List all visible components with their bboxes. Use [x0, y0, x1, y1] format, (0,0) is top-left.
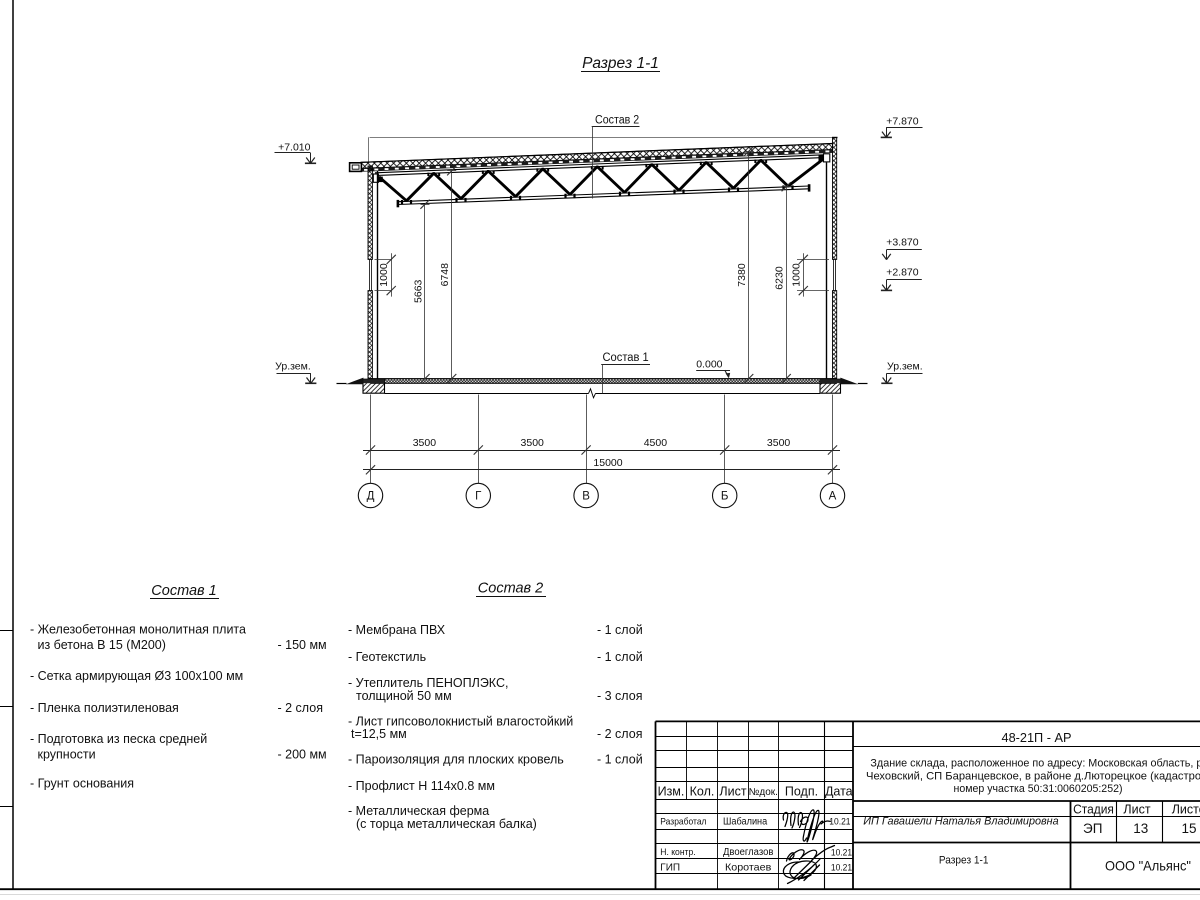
- svg-text:- 1 слой: - 1 слой: [597, 753, 643, 767]
- svg-text:+3.870: +3.870: [886, 236, 919, 248]
- svg-text:Г: Г: [475, 491, 482, 503]
- svg-text:- Утеплитель ПЕНОПЛЭКС,: - Утеплитель ПЕНОПЛЭКС,: [348, 676, 508, 690]
- svg-text:15: 15: [1181, 821, 1196, 836]
- svg-text:0.000: 0.000: [696, 359, 722, 371]
- svg-text:- Сетка армирующая Ø3 100х100: - Сетка армирующая Ø3 100х100 мм: [30, 669, 243, 683]
- svg-text:+7.870: +7.870: [886, 115, 919, 127]
- svg-text:- Железобетонная монолитная п: - Железобетонная монолитная плита: [30, 623, 246, 637]
- svg-text:13: 13: [1133, 821, 1148, 836]
- svg-text:Чеховский, СП Баранцевское, в: Чеховский, СП Баранцевское, в районе д.Л…: [866, 770, 1200, 782]
- svg-text:номер участка 50:31:0060205:25: номер участка 50:31:0060205:252): [954, 783, 1123, 795]
- svg-text:Разрез 1-1: Разрез 1-1: [939, 855, 989, 867]
- svg-text:+7.010: +7.010: [278, 141, 311, 153]
- svg-text:(с торца металлическая балка): (с торца металлическая балка): [356, 817, 537, 831]
- svg-text:Коротаев: Коротаев: [725, 861, 772, 873]
- svg-text:ООО "Альянс": ООО "Альянс": [1105, 858, 1191, 874]
- svg-text:В: В: [582, 491, 590, 503]
- svg-text:Изм.: Изм.: [658, 785, 685, 799]
- svg-text:Состав 2: Состав 2: [595, 114, 639, 126]
- svg-text:Подп.: Подп.: [785, 785, 818, 799]
- svg-text:4500: 4500: [644, 437, 668, 449]
- svg-text:+2.870: +2.870: [886, 267, 919, 279]
- svg-text:10.21: 10.21: [829, 817, 850, 827]
- svg-text:- Грунт основания: - Грунт основания: [30, 777, 134, 791]
- svg-text:- Пленка полиэтиленовая: - Пленка полиэтиленовая: [30, 701, 179, 715]
- svg-text:Разработал: Разработал: [660, 815, 706, 826]
- svg-text:Н. контр.: Н. контр.: [660, 846, 695, 857]
- svg-text:из бетона В 15 (М200): из бетона В 15 (М200): [38, 638, 166, 652]
- svg-text:- 2 слоя: - 2 слоя: [278, 701, 323, 715]
- svg-text:Д: Д: [367, 491, 375, 503]
- svg-text:Состав 2: Состав 2: [478, 581, 543, 597]
- svg-text:3500: 3500: [413, 437, 437, 449]
- svg-text:Ур.зем.: Ур.зем.: [275, 360, 311, 372]
- svg-text:Кол.: Кол.: [690, 785, 715, 799]
- svg-text:ЭП: ЭП: [1083, 821, 1102, 836]
- svg-text:Листов: Листов: [1172, 802, 1200, 816]
- svg-text:6748: 6748: [439, 263, 451, 287]
- svg-text:ИП Гавашели Наталья Владимиров: ИП Гавашели Наталья Владимировна: [863, 816, 1058, 828]
- svg-text:крупности: крупности: [38, 748, 96, 762]
- svg-text:5663: 5663: [412, 279, 424, 303]
- svg-text:7380: 7380: [736, 263, 748, 287]
- svg-text:Двоеглазов: Двоеглазов: [723, 847, 773, 858]
- svg-text:48-21П - АР: 48-21П - АР: [1002, 730, 1072, 745]
- svg-text:Разрез 1-1: Разрез 1-1: [582, 55, 659, 72]
- svg-text:Дата: Дата: [825, 785, 853, 799]
- svg-text:1000: 1000: [791, 263, 803, 287]
- svg-text:Ур.зем.: Ур.зем.: [887, 360, 923, 372]
- svg-text:- 2 слоя: - 2 слоя: [597, 727, 642, 741]
- svg-text:Шабалина: Шабалина: [723, 816, 768, 827]
- svg-text:А: А: [829, 491, 837, 503]
- svg-text:- Пароизоляция для плоских кро: - Пароизоляция для плоских кровель: [348, 753, 564, 767]
- svg-text:Лист: Лист: [719, 785, 746, 799]
- svg-text:- 1 слой: - 1 слой: [597, 623, 643, 637]
- svg-text:t=12,5 мм: t=12,5 мм: [351, 727, 407, 741]
- svg-text:15000: 15000: [593, 457, 622, 469]
- svg-text:10.21: 10.21: [831, 863, 852, 873]
- svg-text:- 200 мм: - 200 мм: [278, 748, 327, 762]
- svg-text:10.21: 10.21: [831, 847, 852, 857]
- svg-text:толщиной 50 мм: толщиной 50 мм: [356, 689, 452, 703]
- svg-text:Б: Б: [721, 491, 729, 503]
- svg-text:1000: 1000: [378, 263, 390, 287]
- svg-text:3500: 3500: [767, 437, 791, 449]
- svg-text:- 1 слой: - 1 слой: [597, 650, 643, 664]
- svg-text:Состав 1: Состав 1: [151, 583, 216, 599]
- svg-text:Здание склада, расположенное п: Здание склада, расположенное по адресу: …: [870, 758, 1200, 770]
- svg-text:- 3 слоя: - 3 слоя: [597, 689, 642, 703]
- svg-text:ГИП: ГИП: [660, 862, 680, 873]
- svg-text:Лист: Лист: [1123, 802, 1150, 816]
- svg-text:- Лист гипсоволокнистый влагос: - Лист гипсоволокнистый влагостойкий: [348, 715, 573, 729]
- svg-text:3500: 3500: [521, 437, 545, 449]
- svg-text:- Подготовка из песка средней: - Подготовка из песка средней: [30, 732, 207, 746]
- svg-text:- Профлист Н 114х0.8 мм: - Профлист Н 114х0.8 мм: [348, 779, 495, 793]
- svg-text:- Металлическая ферма: - Металлическая ферма: [348, 804, 489, 818]
- svg-text:- Геотекстиль: - Геотекстиль: [348, 650, 426, 664]
- svg-text:- Мембрана ПВХ: - Мембрана ПВХ: [348, 623, 446, 637]
- svg-text:Состав 1: Состав 1: [603, 352, 649, 364]
- svg-text:Стадия: Стадия: [1073, 802, 1114, 816]
- svg-text:- 150 мм: - 150 мм: [278, 638, 327, 652]
- svg-text:№док.: №док.: [749, 787, 778, 798]
- svg-text:6230: 6230: [774, 266, 786, 290]
